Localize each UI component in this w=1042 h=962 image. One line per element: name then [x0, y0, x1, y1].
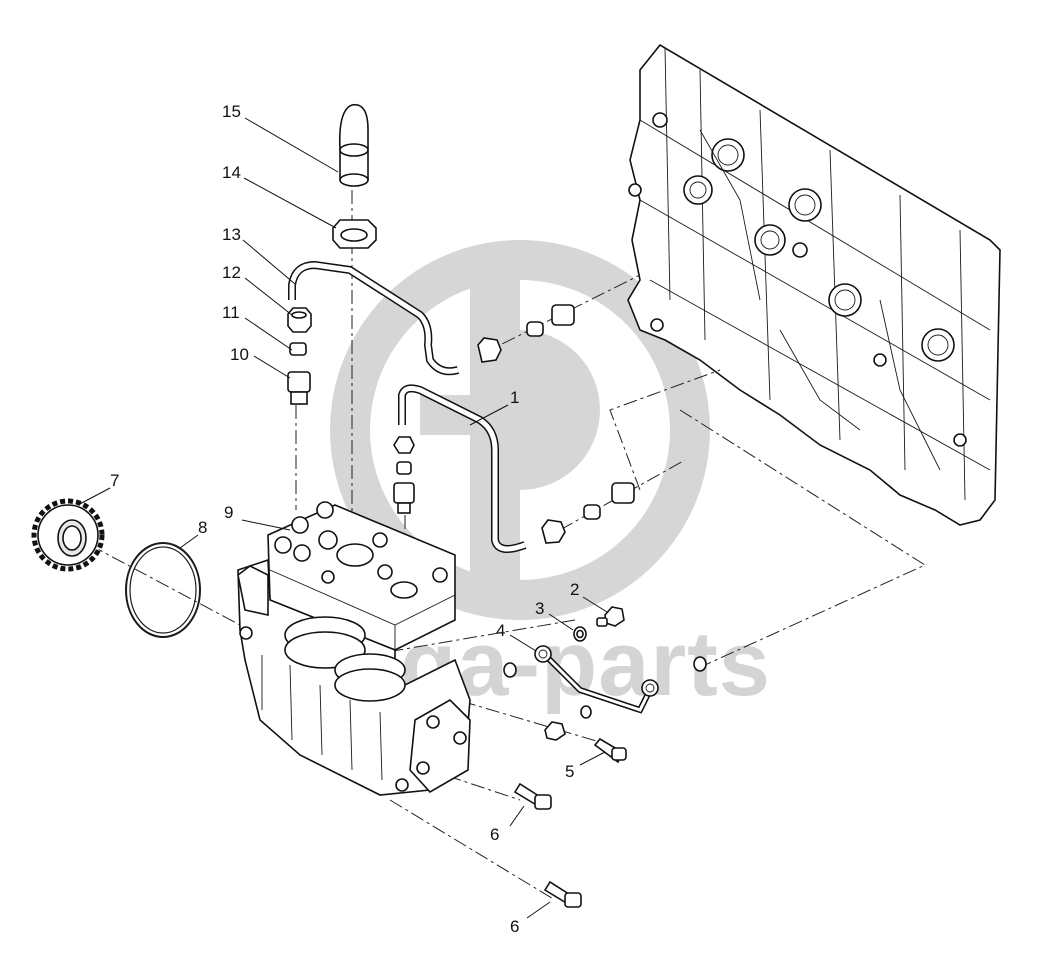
callout-5: 5: [565, 762, 574, 781]
callout-8: 8: [198, 518, 207, 537]
pipe-fittings-lower: [541, 482, 635, 544]
part-15-elbow-tube: [338, 103, 369, 187]
part-6-bolt-upper: [513, 782, 552, 810]
part-10-union: [287, 371, 311, 405]
part-9-compressor: [237, 501, 471, 796]
part-4-oil-line: [503, 645, 707, 741]
part-8-o-ring: [125, 542, 201, 638]
callout-11: 11: [222, 303, 240, 322]
part-14-nut: [332, 219, 377, 249]
leader-lines: [77, 117, 608, 919]
callout-6-lower: 6: [510, 917, 519, 936]
callout-1: 1: [510, 388, 519, 407]
engine-block: [627, 43, 1001, 526]
callout-4: 4: [496, 621, 505, 640]
part-13-pipe: [288, 260, 460, 376]
part-12-nut: [287, 307, 312, 333]
part-3-washer: [573, 626, 587, 642]
callout-9: 9: [224, 503, 233, 522]
part-5-bolt: [593, 737, 627, 764]
part-6-bolt-lower: [543, 880, 582, 908]
callout-2: 2: [570, 580, 579, 599]
callout-labels: 15 14 13 12 11 10 1 7 8 9 2 3 4 5 6 6: [110, 102, 579, 936]
callout-10: 10: [230, 345, 249, 364]
callout-13: 13: [222, 225, 241, 244]
callout-3: 3: [535, 599, 544, 618]
part-1-pipe: [393, 384, 527, 553]
callout-6-upper: 6: [490, 825, 499, 844]
part-11-ring: [289, 342, 307, 356]
pipe-fittings-upper: [477, 304, 575, 363]
callout-15: 15: [222, 102, 241, 121]
callout-14: 14: [222, 163, 241, 182]
part-7-gear: [31, 498, 105, 572]
callout-12: 12: [222, 263, 241, 282]
callout-7: 7: [110, 471, 119, 490]
part-2-bolt: [596, 606, 625, 627]
